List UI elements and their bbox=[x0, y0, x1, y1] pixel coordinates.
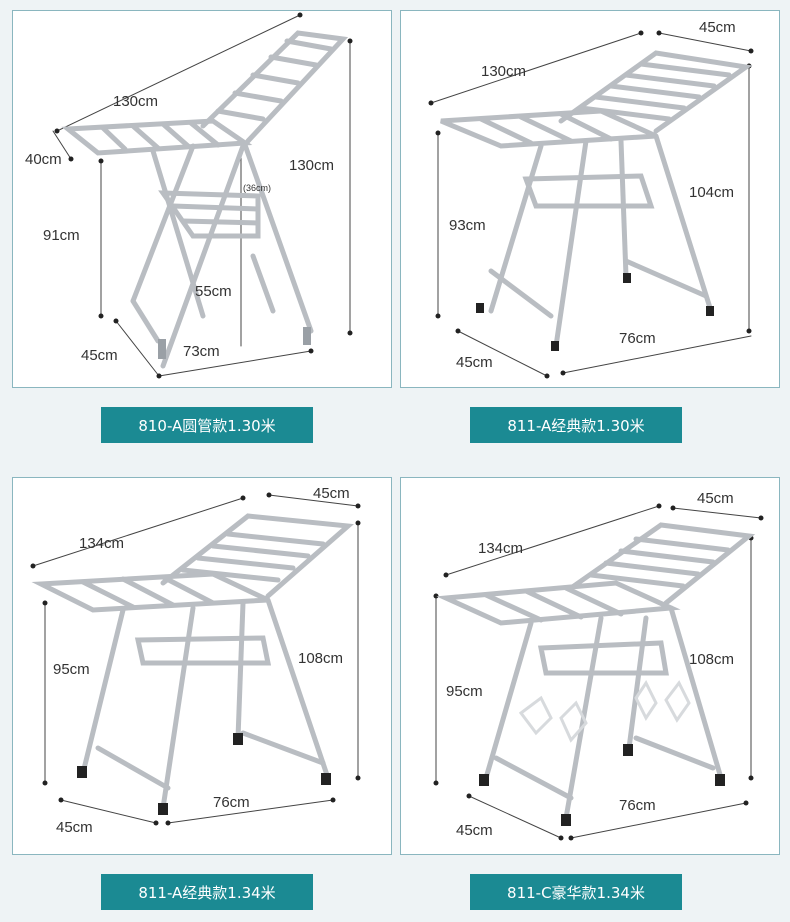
drying-rack-drawing bbox=[433, 503, 764, 841]
product-image-811c-134: 134cm 45cm 108cm 95cm 45cm 76cm bbox=[400, 477, 780, 855]
product-label-811a-130: 811-A经典款1.30米 bbox=[470, 407, 682, 443]
dim-base-depth: 45cm bbox=[456, 354, 493, 371]
dim-base-width: 76cm bbox=[619, 330, 656, 347]
dim-leg-height: 93cm bbox=[449, 217, 486, 234]
dim-base-width: 76cm bbox=[213, 794, 250, 811]
product-label-811c-134: 811-C豪华款1.34米 bbox=[470, 874, 682, 910]
dim-length: 130cm bbox=[113, 93, 159, 110]
dim-leg-height: 91cm bbox=[43, 227, 80, 244]
dim-width: 45cm bbox=[699, 19, 736, 36]
drying-rack-drawing bbox=[30, 492, 361, 826]
dim-length: 134cm bbox=[478, 540, 524, 557]
product-image-811a-134: 134cm 45cm 108cm 95cm 45cm 76cm bbox=[12, 477, 392, 855]
drying-rack-drawing bbox=[428, 30, 754, 379]
drying-rack-drawing bbox=[52, 12, 353, 379]
dim-shelf-depth: (36cm) bbox=[243, 183, 272, 193]
dim-base-width: 73cm bbox=[183, 343, 220, 360]
dim-height: 108cm bbox=[689, 651, 735, 668]
product-label-811a-134: 811-A经典款1.34米 bbox=[101, 874, 313, 910]
dim-base-depth: 45cm bbox=[456, 822, 493, 839]
product-label-810a: 810-A圆管款1.30米 bbox=[101, 407, 313, 443]
dim-height: 130cm bbox=[289, 157, 335, 174]
dim-width: 45cm bbox=[313, 485, 350, 502]
dim-height: 108cm bbox=[298, 650, 344, 667]
dim-leg-height: 95cm bbox=[446, 683, 483, 700]
dim-shelf-height: 55cm bbox=[195, 283, 232, 300]
product-image-810a: 130cm 40cm 130cm 91cm (36cm) 55cm 45cm 7… bbox=[12, 10, 392, 388]
dim-base-width: 76cm bbox=[619, 797, 656, 814]
dim-base-depth: 45cm bbox=[56, 819, 93, 836]
dim-height: 104cm bbox=[689, 184, 735, 201]
dim-width: 45cm bbox=[697, 490, 734, 507]
dim-width: 40cm bbox=[25, 151, 62, 168]
dim-length: 130cm bbox=[481, 63, 527, 80]
product-image-811a-130: 130cm 45cm 104cm 93cm 45cm 76cm bbox=[400, 10, 780, 388]
dim-base-depth: 45cm bbox=[81, 347, 118, 364]
dim-leg-height: 95cm bbox=[53, 661, 90, 678]
dim-length: 134cm bbox=[79, 535, 125, 552]
